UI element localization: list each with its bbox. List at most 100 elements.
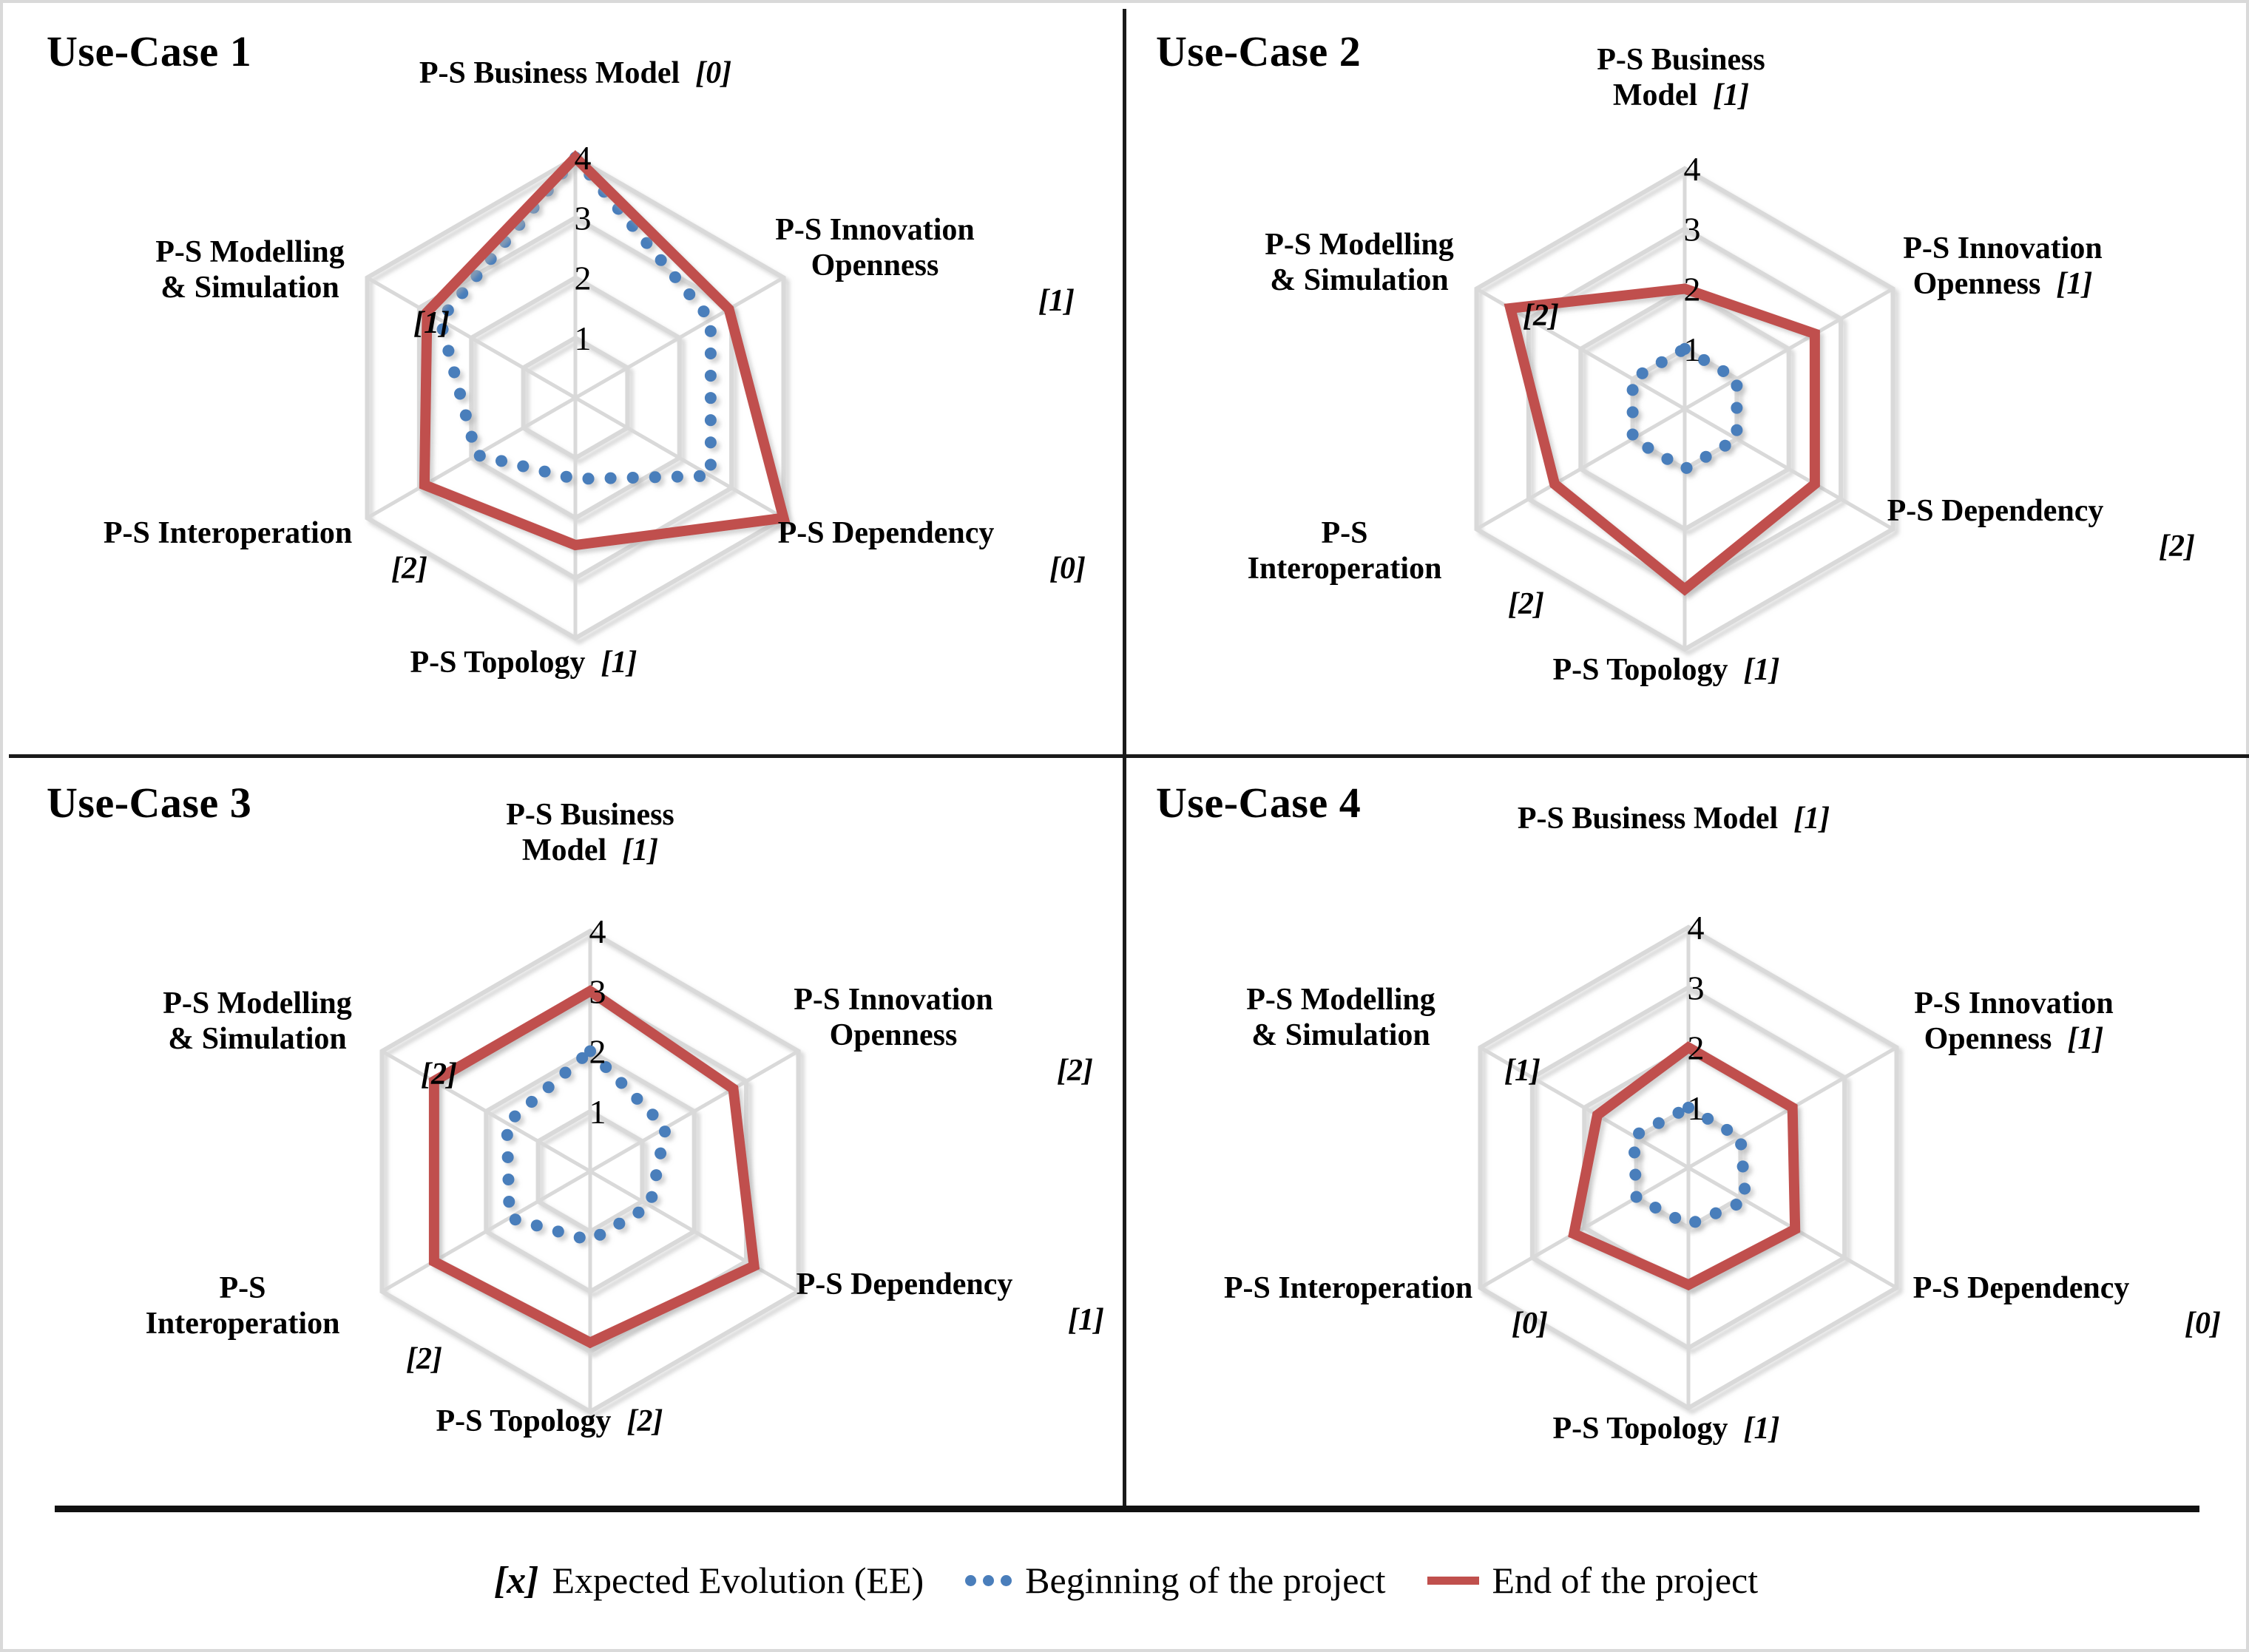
axis-label-text: P-S Modelling & Simulation	[155, 235, 345, 305]
radial-tick-label: 4	[1684, 150, 1701, 188]
axis-label-text: P-S Innovation Openness	[1914, 986, 2114, 1056]
axis-label-text: P-S Topology	[1552, 1412, 1728, 1446]
series-end-of-project	[1504, 283, 1820, 596]
legend-item-end: End of the project	[1427, 1559, 1758, 1602]
expected-evolution-badge: [2]	[1508, 586, 1544, 621]
axis-label-0: P-S Business Model [1]	[1430, 43, 1932, 114]
expected-evolution-badge: [2]	[1523, 298, 1559, 333]
radar-axis-spoke	[1475, 407, 1686, 531]
expected-evolution-badge: [1]	[1697, 78, 1750, 112]
axis-label-2: P-S Dependency[1]	[653, 1267, 1156, 1338]
radial-tick-label: 4	[1688, 909, 1705, 947]
expected-evolution-badge: [2]	[1057, 1053, 1093, 1088]
axis-label-3: P-S Topology [1]	[272, 646, 775, 681]
expected-evolution-badge: [1]	[1728, 1412, 1780, 1446]
axis-label-text: P-S Dependency	[1913, 1271, 2130, 1305]
axis-label-1: P-S Innovation Openness [1]	[1762, 986, 2249, 1057]
axis-label-5: P-S Modelling & Simulation [1]	[0, 235, 501, 342]
axis-label-5: P-S Modelling & Simulation[1]	[1089, 983, 1592, 1089]
expected-evolution-badge: [1]	[2040, 266, 2093, 301]
radial-tick-label: 1	[589, 1093, 606, 1131]
radial-tick-label: 1	[1688, 1089, 1705, 1127]
expected-evolution-badge: [1]	[2052, 1021, 2104, 1056]
panel-title: Use-Case 3	[47, 779, 252, 827]
axis-label-text: P-S Topology	[1552, 653, 1728, 687]
expected-evolution-badge: [2]	[2159, 529, 2195, 563]
axis-label-text: P-S Innovation Openness	[794, 983, 993, 1052]
expected-evolution-badge: [1]	[413, 305, 450, 340]
axis-label-3: P-S Topology [1]	[1415, 1412, 1918, 1447]
axis-label-2: P-S Dependency[0]	[635, 516, 1137, 587]
axis-label-0: P-S Business Model [1]	[1422, 802, 1925, 837]
radar-svg: 1 2 3 4	[1478, 909, 1899, 1411]
axis-label-text: P-S Dependency	[777, 516, 995, 550]
series-beginning-of-project	[501, 1043, 672, 1248]
axis-label-1: P-S Innovation Openness [2]	[642, 983, 1145, 1089]
expected-evolution-badge: [2]	[406, 1341, 442, 1376]
radial-tick-label: 3	[589, 972, 606, 1010]
legend-label-expected-evolution: Expected Evolution (EE)	[552, 1560, 924, 1601]
axis-label-text: P-S Interoperation	[145, 1271, 340, 1341]
axis-label-text: P-S Innovation Openness	[775, 213, 975, 282]
series-end-of-project	[428, 985, 760, 1349]
radar-axis-spoke	[366, 276, 577, 400]
radar-axis-spoke	[574, 276, 785, 400]
expected-evolution-badge: [1]	[1728, 653, 1780, 687]
horizontal-separator	[9, 754, 2249, 758]
radar-axis-spoke	[574, 396, 785, 520]
expected-evolution-badge: [1]	[1778, 802, 1830, 836]
radar-svg: 1 2 3 4	[1474, 150, 1895, 652]
axis-label-4: P-S Interoperation [2]	[0, 1271, 494, 1378]
vertical-separator	[1123, 9, 1126, 1510]
series-beginning-of-project	[1626, 342, 1743, 476]
radar-axis-spoke	[589, 1049, 799, 1174]
axis-label-text: P-S Topology	[436, 1404, 612, 1438]
legend-item-expected-evolution: [x] Expected Evolution (EE)	[494, 1559, 924, 1602]
radar-axis-spoke	[381, 1049, 592, 1174]
radar-axis-spoke	[1683, 407, 1894, 531]
radial-tick-label: 2	[1688, 1029, 1705, 1067]
axis-label-text: P-S Topology	[410, 646, 586, 680]
radar-axis-spoke	[589, 1169, 799, 1293]
axis-label-5: P-S Modelling & Simulation[2]	[6, 986, 509, 1093]
expected-evolution-badge: [1]	[1038, 283, 1075, 318]
radial-tick-label: 1	[1684, 331, 1701, 368]
axis-label-0: P-S Business Model [0]	[324, 56, 827, 92]
radar-axis-spoke	[1479, 1046, 1690, 1170]
expected-evolution-badge: [1]	[1068, 1302, 1104, 1337]
panel-title: Use-Case 4	[1156, 779, 1362, 827]
radar-axis-spoke	[1683, 287, 1894, 411]
axis-label-text: P-S Business Model	[1597, 43, 1765, 112]
radial-tick-label: 1	[575, 319, 592, 357]
expected-evolution-badge: [2]	[391, 551, 427, 586]
series-beginning-of-project	[1627, 1100, 1752, 1232]
legend-label-beginning: Beginning of the project	[1025, 1560, 1386, 1601]
axis-label-text: P-S Innovation Openness	[1903, 231, 2103, 301]
axis-label-text: P-S Modelling & Simulation	[1246, 983, 1435, 1052]
axis-label-text: P-S Modelling & Simulation	[1265, 228, 1454, 297]
series-end-of-project	[1568, 1041, 1801, 1291]
axis-label-text: P-S Dependency	[1887, 494, 2104, 528]
axis-label-1: P-S Innovation Openness [1]	[623, 213, 1126, 319]
radial-tick-label: 4	[575, 139, 592, 177]
radial-tick-label: 2	[1684, 271, 1701, 308]
panel-title: Use-Case 2	[1156, 27, 1362, 75]
axis-label-0: P-S Business Model [1]	[339, 798, 842, 869]
expected-evolution-badge: [1]	[585, 646, 638, 680]
axis-label-2: P-S Dependency [2]	[1744, 494, 2247, 565]
radial-tick-label: 3	[1688, 969, 1705, 1006]
axis-label-4: P-S Interoperation[0]	[1097, 1271, 1600, 1342]
axis-label-2: P-S Dependency[0]	[1770, 1271, 2249, 1342]
radial-tick-label: 2	[589, 1033, 606, 1071]
radial-tick-label: 3	[575, 199, 592, 237]
axis-label-1: P-S Innovation Openness [1]	[1751, 231, 2249, 302]
radial-tick-label: 3	[1684, 210, 1701, 248]
